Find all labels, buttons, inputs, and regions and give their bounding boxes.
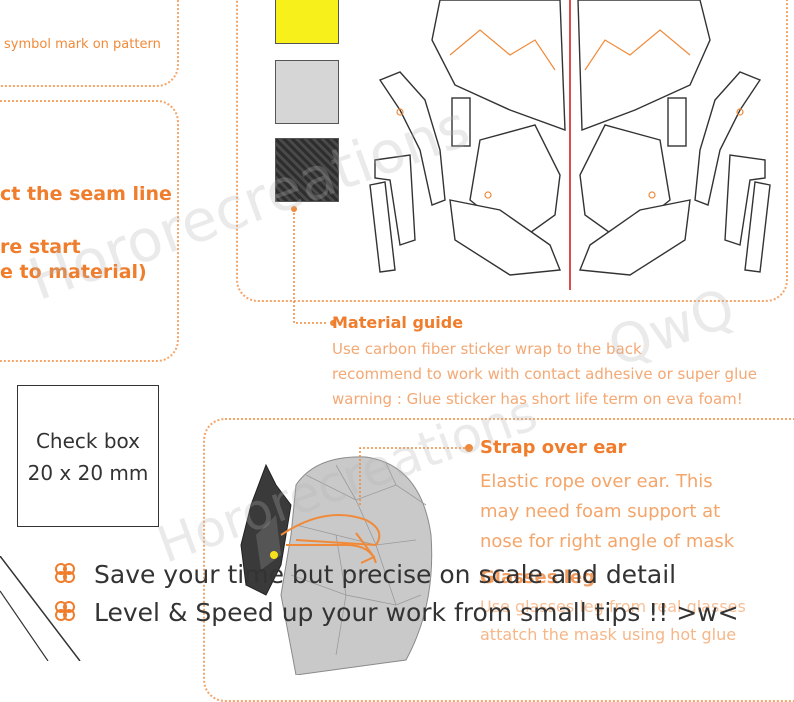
- instructions-box: [0, 100, 179, 362]
- material-guide-line-2: recommend to work with contact adhesive …: [332, 365, 757, 383]
- pattern-box: [236, 0, 788, 302]
- start-text-line2: e to material): [0, 261, 147, 283]
- pattern-tag-left: [451, 97, 471, 147]
- pattern-piece-right-lower: [579, 199, 691, 276]
- glasses-line-1: Use glasses leg from real glasses: [480, 597, 746, 616]
- swatch-grey: [275, 60, 339, 124]
- start-text-line1: re start: [0, 236, 81, 258]
- tip-text-1: Save your time but precise on scale and …: [94, 560, 677, 589]
- material-guide-line-1: Use carbon fiber sticker wrap to the bac…: [332, 340, 642, 358]
- pattern-strip-left-1: [374, 154, 416, 246]
- check-box: [17, 385, 159, 527]
- pattern-strip-left-2: [369, 181, 396, 273]
- pattern-piece-right-side: [694, 71, 762, 206]
- clover-icon: [55, 601, 75, 621]
- symbol-note-text: symbol mark on pattern: [4, 37, 161, 52]
- pattern-piece-top-left: [431, 0, 566, 132]
- pattern-strip-right-1: [724, 154, 766, 246]
- tip-text-2: Level & Speed up your work from small ti…: [94, 598, 739, 627]
- check-box-label-2: 20 x 20 mm: [27, 461, 149, 485]
- mask-illustration: [240, 456, 433, 675]
- pattern-strip-right-2: [744, 181, 771, 273]
- swatch-carbon: [275, 138, 339, 202]
- strap-line-1: Elastic rope over ear. This: [480, 471, 713, 492]
- glasses-line-2: attatch the mask using hot glue: [480, 625, 737, 644]
- pattern-tag-right: [667, 97, 687, 147]
- swatch-yellow: [275, 0, 339, 44]
- corner-diagonal: [0, 556, 81, 661]
- strap-line-3: nose for right angle of mask: [480, 531, 735, 552]
- strap-connector: [359, 444, 473, 505]
- strap-title: Strap over ear: [480, 437, 627, 458]
- clover-icon: [55, 563, 75, 583]
- seam-line-text: ct the seam line: [0, 183, 172, 205]
- pattern-piece-left-side: [378, 71, 446, 206]
- pattern-piece-left-lower: [449, 199, 561, 276]
- glasses-title: Glasses leg: [480, 567, 595, 588]
- material-guide-connector: [291, 206, 336, 326]
- tip-row-1: Save your time but precise on scale and …: [52, 560, 676, 589]
- symbol-note-box: [0, 0, 179, 87]
- material-guide-title: Material guide: [332, 313, 464, 332]
- material-guide-line-3: warning : Glue sticker has short life te…: [332, 390, 743, 408]
- strap-line-2: may need foam support at: [480, 501, 721, 522]
- tip-row-2: Level & Speed up your work from small ti…: [52, 598, 739, 627]
- check-box-label-1: Check box: [35, 429, 141, 453]
- pattern-piece-top-right: [577, 0, 711, 132]
- mask-pattern-pieces: [369, 0, 771, 290]
